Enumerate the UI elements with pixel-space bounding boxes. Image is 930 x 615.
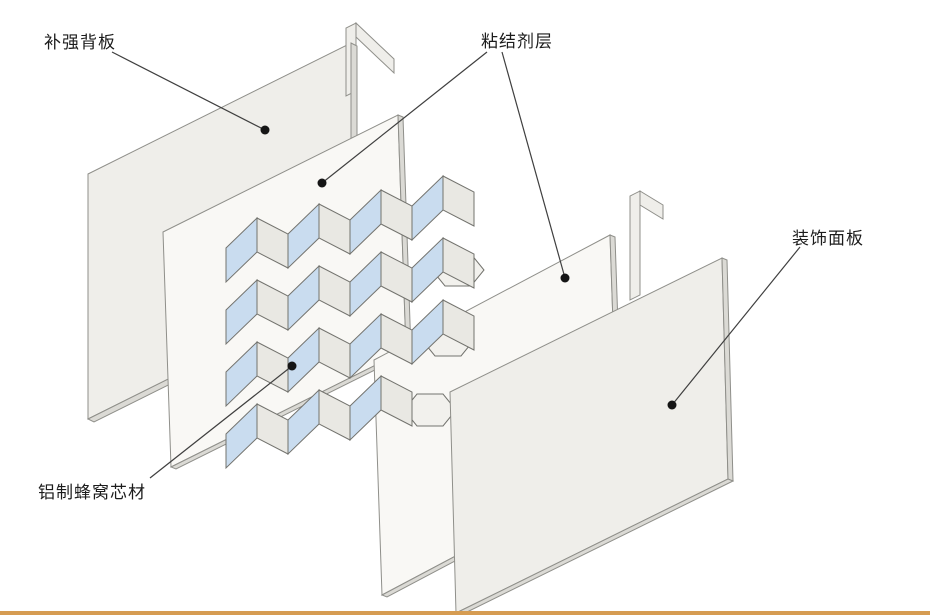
leader-dots [260,125,677,410]
leader-line-decorative-panel [671,246,801,406]
label-honeycomb-core: 铝制蜂窝芯材 [38,483,146,502]
leader-lines [111,51,801,479]
leader-line-adhesive-rear [321,51,488,184]
honeycomb-core [225,174,485,470]
dot-adhesive-rear [317,178,327,188]
decorative-panel-flange-strip [629,190,641,301]
bottom-border-bar [0,611,930,615]
leader-line-backing-plate [111,51,266,131]
backing-plate-flange-lip [355,21,395,75]
leader-line-honeycomb-core [149,365,293,479]
decorative-panel [449,190,735,615]
decorative-panel-flange-lip [639,190,664,220]
label-adhesive-layer: 粘结剂层 [481,32,553,51]
dot-adhesive-front [560,273,570,283]
dot-backing-plate [260,125,270,135]
label-decorative-panel: 装饰面板 [792,229,864,248]
dot-decorative-panel [667,400,677,410]
label-backing-plate: 补强背板 [44,33,116,52]
leader-line-adhesive-front [501,51,566,279]
honeycomb-gray-facets [256,175,475,455]
dot-honeycomb-core [287,361,297,371]
